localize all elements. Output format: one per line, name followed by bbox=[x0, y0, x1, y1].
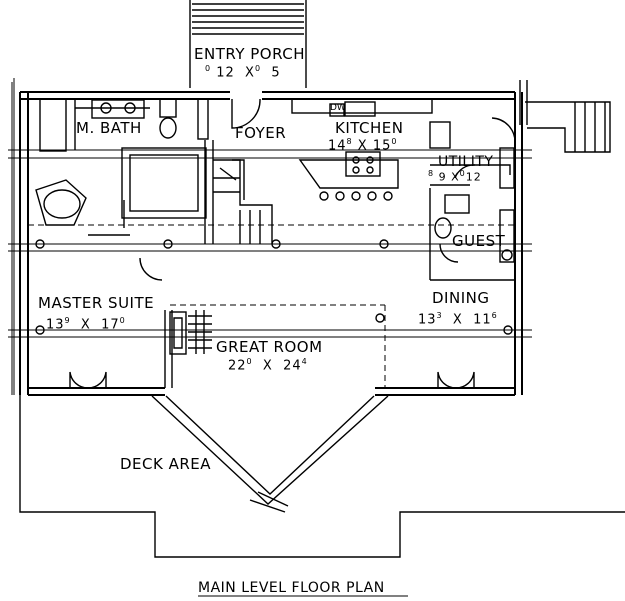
label-m-bath: M. BATH bbox=[76, 119, 142, 137]
dim-kitchen: 148 X 150 bbox=[328, 137, 398, 154]
label-utility: UTILITY bbox=[438, 154, 494, 170]
label-deck-area: DECK AREA bbox=[120, 455, 212, 473]
label-dishwasher: DW bbox=[330, 103, 346, 113]
log-beams bbox=[8, 78, 532, 395]
walk-in-closet bbox=[121, 147, 207, 228]
label-master-suite: MASTER SUITE bbox=[38, 294, 155, 312]
dim-master-suite: 139 X 170 bbox=[46, 316, 126, 333]
kitchen-counters bbox=[291, 98, 433, 201]
label-kitchen: KITCHEN bbox=[335, 119, 404, 137]
label-dining: DINING bbox=[432, 289, 490, 307]
log-posts bbox=[35, 239, 513, 335]
dim-dining: 133 X 116 bbox=[418, 311, 498, 328]
dim-entry-porch: 0 12 X0 5 bbox=[205, 64, 281, 81]
deck-railing bbox=[151, 395, 389, 513]
guest-bath bbox=[429, 188, 515, 281]
entry-porch-outline bbox=[189, 0, 307, 88]
fireplace bbox=[164, 310, 212, 388]
dim-great-room: 220 X 244 bbox=[228, 357, 308, 374]
utility-room bbox=[429, 117, 516, 189]
label-great-room: GREAT ROOM bbox=[216, 338, 323, 356]
label-foyer: FOYER bbox=[235, 124, 287, 142]
label-entry-porch: ENTRY PORCH bbox=[194, 45, 306, 63]
dim-utility: 8 9 X012 bbox=[428, 169, 482, 184]
suite-door bbox=[139, 257, 163, 281]
plan-title: MAIN LEVEL FLOOR PLAN bbox=[198, 580, 385, 596]
stairs bbox=[204, 140, 273, 244]
deck-outline bbox=[19, 395, 625, 558]
side-stairs bbox=[519, 80, 611, 153]
front-door bbox=[231, 98, 261, 129]
ceiling-beams bbox=[28, 224, 515, 388]
label-guest: GUEST bbox=[452, 232, 506, 250]
deck-doors bbox=[69, 371, 475, 389]
coat-closet bbox=[197, 98, 209, 140]
master-bath bbox=[35, 98, 177, 236]
